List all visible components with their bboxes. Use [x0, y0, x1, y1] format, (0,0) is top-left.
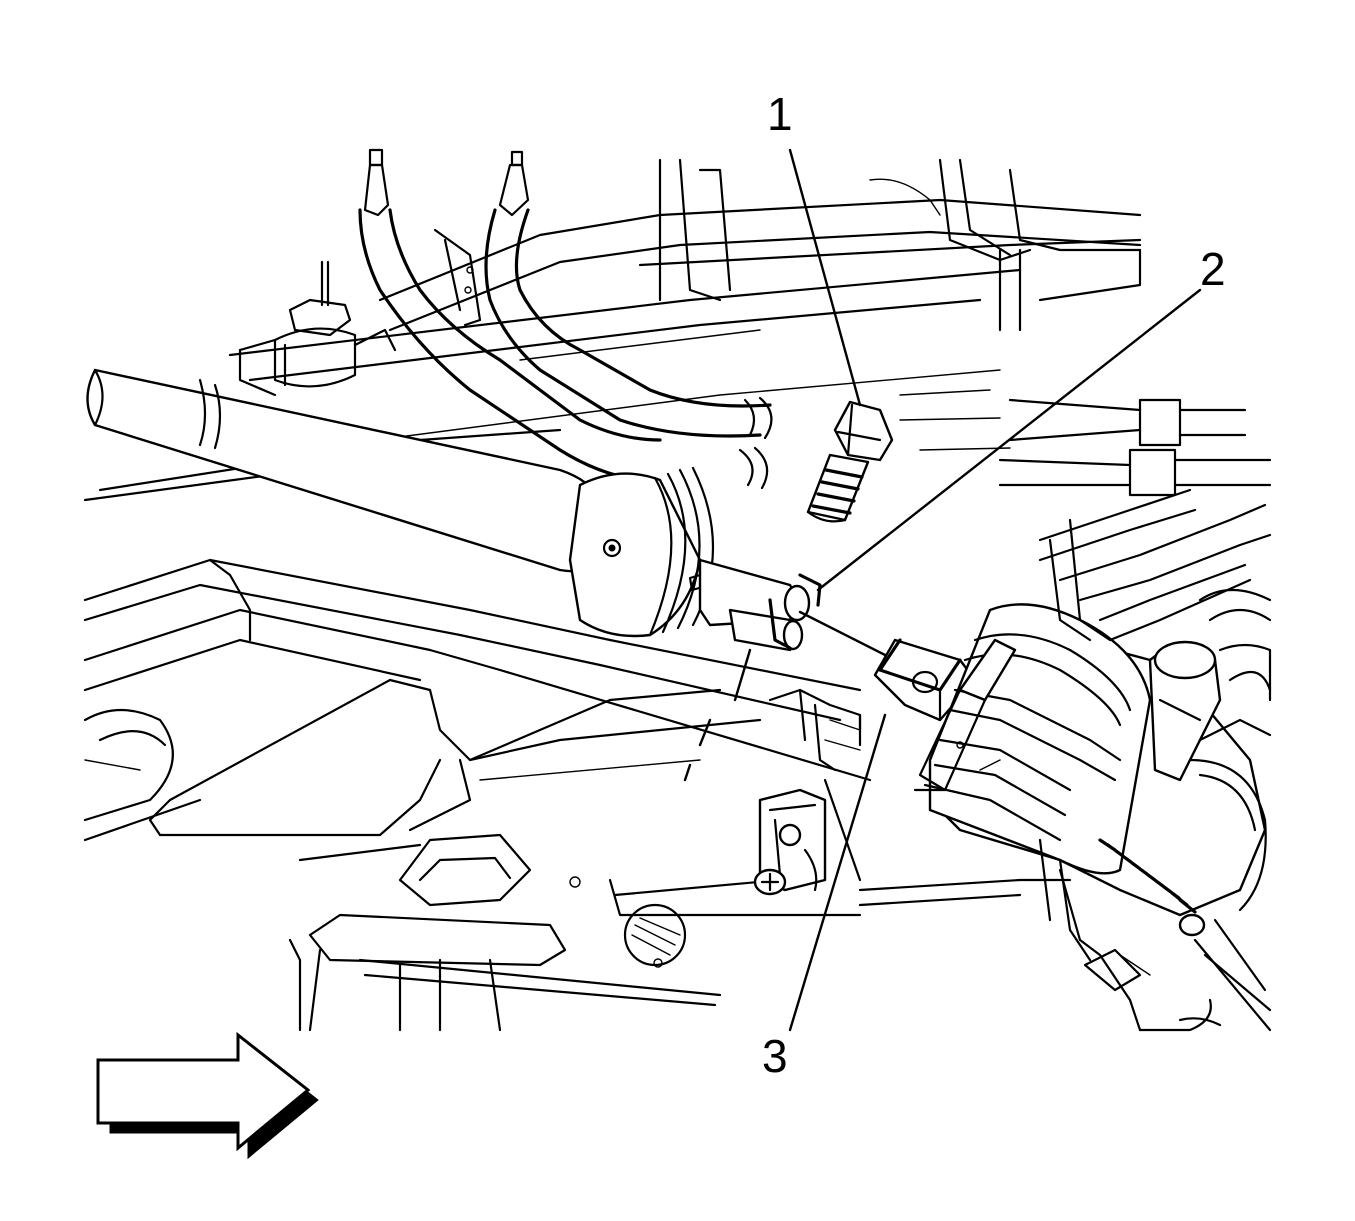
callout-label-3: 3: [762, 1030, 788, 1082]
leader-line-1: [788, 148, 862, 407]
arrow-right-icon: [96, 1031, 319, 1160]
coupling-clamp: [798, 610, 977, 722]
wiring-connector: [753, 688, 862, 896]
callout-leaders: [683, 148, 1202, 1032]
vehicle-underbody-structure: [83, 158, 1272, 1032]
callout-label-1: 1: [767, 88, 793, 140]
mount-stud-bracket: [238, 260, 397, 397]
bolt: [806, 400, 894, 523]
centerline-dash-b: [698, 718, 712, 747]
centerline-dash-c: [683, 763, 692, 782]
leader-line-2: [816, 288, 1202, 592]
callout-label-2: 2: [1200, 243, 1226, 295]
harness-coil: [1098, 838, 1206, 937]
heater-hoses: [358, 148, 773, 490]
centerline-dash-a: [733, 648, 752, 702]
leader-line-3: [788, 713, 887, 1032]
steering-gear-assembly: [913, 398, 1272, 962]
intermediate-shaft: [86, 368, 822, 652]
